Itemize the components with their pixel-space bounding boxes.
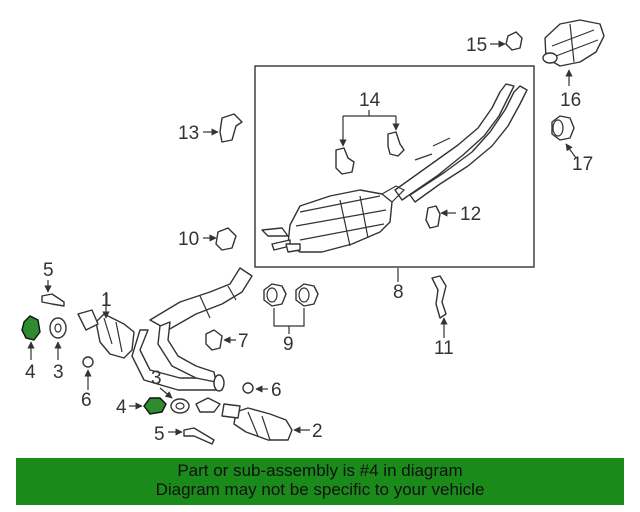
- callout-4-upper: 4: [25, 362, 36, 383]
- gasket-3-lower: [170, 398, 190, 414]
- clip-15: [505, 31, 523, 51]
- bracket-11: [431, 275, 447, 319]
- heat-shield-16: [542, 19, 605, 67]
- gasket-3-upper: [49, 317, 67, 339]
- callout-6-lower: 6: [271, 380, 282, 401]
- callout-17: 17: [572, 154, 593, 175]
- catalytic-converter-1: [77, 309, 135, 359]
- part-4-highlighted-upper: [21, 315, 41, 341]
- callout-4-lower: 4: [116, 397, 127, 418]
- flange-gasket: [195, 397, 221, 413]
- callout-11: 11: [434, 338, 454, 359]
- muffler: [261, 185, 406, 253]
- callout-5-lower: 5: [154, 424, 165, 445]
- callout-9: 9: [283, 334, 294, 355]
- hanger-12: [425, 205, 441, 229]
- callout-3-upper: 3: [53, 362, 64, 383]
- callout-2: 2: [312, 421, 323, 442]
- callout-5-upper: 5: [43, 260, 54, 281]
- hanger-bracket-14: [335, 131, 405, 175]
- callout-3-lower: 3: [151, 368, 162, 389]
- callout-8: 8: [393, 282, 404, 303]
- callout-14: 14: [359, 90, 381, 111]
- nut-6-upper: [82, 356, 94, 368]
- catalytic-converter-2: [221, 403, 293, 441]
- hanger-7: [205, 329, 223, 351]
- callout-15: 15: [466, 35, 487, 56]
- callout-1: 1: [101, 290, 112, 311]
- bracket-13: [219, 113, 243, 143]
- callout-12: 12: [460, 204, 481, 225]
- stud-5-lower: [183, 427, 215, 445]
- banner-line-2: Diagram may not be specific to your vehi…: [155, 480, 485, 499]
- tail-pipe-assembly: [394, 83, 528, 203]
- callout-6-upper: 6: [81, 390, 92, 411]
- nut-6-lower: [242, 382, 254, 394]
- callout-13: 13: [178, 123, 199, 144]
- callout-10: 10: [178, 229, 199, 250]
- hanger-10: [215, 227, 237, 251]
- muffler-assembly-box: [254, 65, 535, 268]
- stud-5-upper: [41, 293, 65, 307]
- exhaust-system-diagram: 1 2 3 3 4 4 5 5 6 6 7 8 9 10 11 12 13 14…: [21, 19, 605, 445]
- front-y-pipe: [131, 267, 253, 392]
- clamps-9: [263, 283, 319, 307]
- callout-16: 16: [560, 90, 581, 111]
- part-4-highlighted-lower: [143, 397, 167, 415]
- info-banner: Part or sub-assembly is #4 in diagram Di…: [16, 458, 624, 505]
- callout-7: 7: [238, 331, 249, 352]
- banner-line-1: Part or sub-assembly is #4 in diagram: [177, 461, 463, 480]
- isolator-17: [551, 115, 575, 141]
